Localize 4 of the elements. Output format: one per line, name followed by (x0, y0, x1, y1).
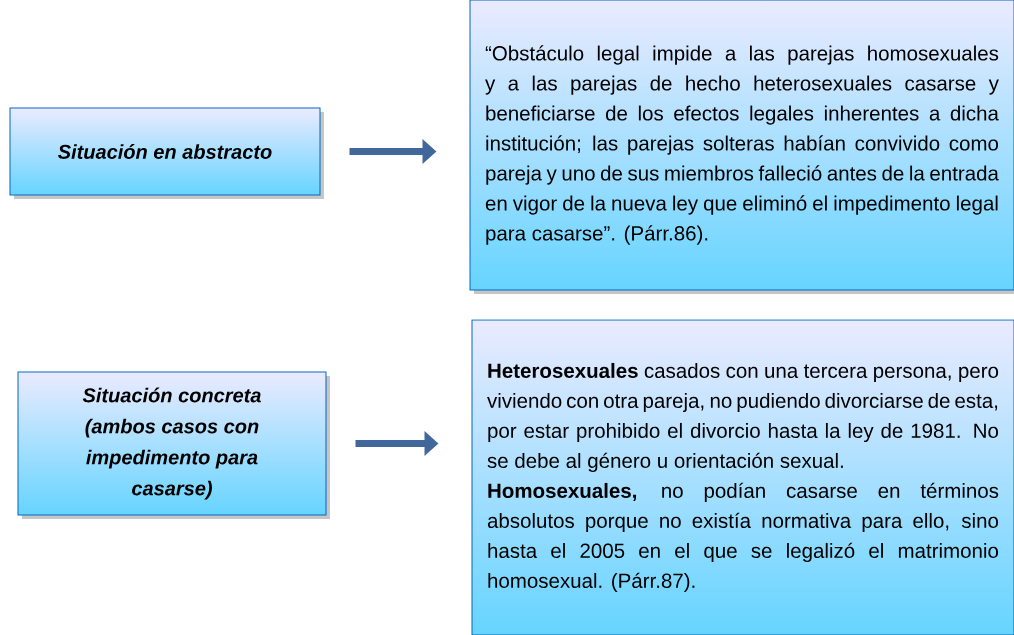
text-box: Heterosexuales casados con una tercera persona, pero viviendo con otra pareja, no pudiendo divorciarse de esta, por estar prohibido el divorcio hasta la ley de 1981. No se debe al género u orientación sexual. Homosexuales, no podían casarse en términos absolutos porque no existía normativa para ello, sino hasta el 2005 en el que se legalizó el matrimonio homosexual. (Párr.87). (471, 319, 1014, 635)
text-box: “Obstáculo legal impide a las parejas homosexuales y a las parejas de hecho heterosexuales casarse y beneficiarse de los efectos legales inherentes a dicha institución; las parejas solteras habían convivido como pareja y uno de sus miembros falleció antes de la entrada en vigor de la nueva ley que eliminó el impedimento legal para casarse”. (Párr.86). (469, 0, 1014, 294)
label-box: Situación en abstracto (9, 107, 324, 199)
label-box: Situación concreta (ambos casos con impedimento para casarse) (17, 371, 330, 519)
